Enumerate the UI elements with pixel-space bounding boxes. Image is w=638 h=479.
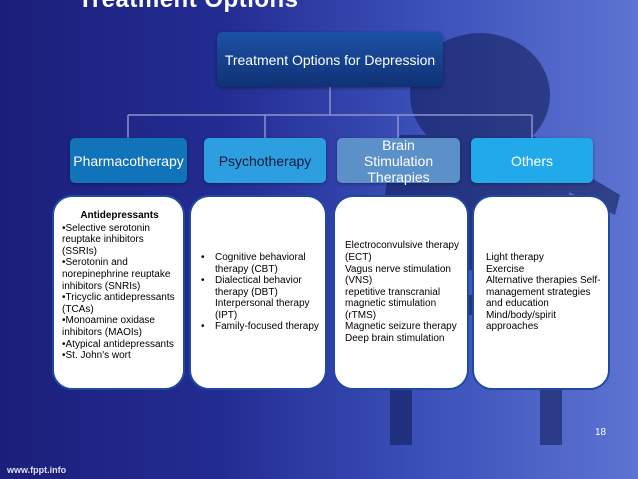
list-item: norepinephrine reuptake xyxy=(62,268,171,280)
category-brain-stimulation: Brain Stimulation Therapies xyxy=(337,136,460,185)
root-node: Treatment Options for Depression xyxy=(217,32,443,87)
slide-title: Treatment Options xyxy=(78,0,299,14)
list-item: (SSRIs) xyxy=(62,245,97,257)
list-item: Electroconvulsive therapy xyxy=(345,240,459,252)
list-item: therapy (CBT) xyxy=(201,264,319,276)
list-item: repetitive transcranial xyxy=(345,286,441,298)
list-item-text: Interpersonal therapy xyxy=(215,298,310,310)
list-item-text: therapy (DBT) xyxy=(215,286,278,298)
pharmacotherapy-list: •Selective serotonin reuptake inhibitors… xyxy=(62,223,177,362)
category-psychotherapy: Psychotherapy xyxy=(204,138,326,183)
others-list: Light therapy Exercise Alternative thera… xyxy=(486,252,601,333)
list-item: inhibitors (MAOIs) xyxy=(62,326,143,338)
root-label: Treatment Options for Depression xyxy=(224,51,436,68)
bullet-glyph: • xyxy=(201,275,205,287)
category-label: Brain Stimulation Therapies xyxy=(363,136,434,185)
category-pharmacotherapy: Pharmacotherapy xyxy=(70,138,187,183)
list-item: •Monoamine oxidase xyxy=(62,315,155,327)
list-item-text: therapy (CBT) xyxy=(215,263,278,275)
psychotherapy-list: • Cognitive behavioral therapy (CBT) • D… xyxy=(201,252,319,333)
list-item: • Cognitive behavioral xyxy=(201,252,319,264)
list-item: •St. John's wort xyxy=(62,350,131,362)
list-item: •Serotonin and xyxy=(62,257,128,269)
list-item: approaches xyxy=(486,321,539,333)
brain-stimulation-list: Electroconvulsive therapy (ECT) Vagus ne… xyxy=(345,240,459,344)
category-others: Others xyxy=(471,138,593,183)
list-item: Light therapy xyxy=(486,251,544,263)
category-label: Pharmacotherapy xyxy=(73,152,184,169)
bullet-spacer xyxy=(201,298,215,310)
list-item-text: Family-focused therapy xyxy=(215,321,319,333)
page-number: 18 xyxy=(595,427,607,438)
list-item: Magnetic seizure therapy xyxy=(345,321,457,333)
list-item: •Tricyclic antidepressants xyxy=(62,292,175,304)
list-item: Deep brain stimulation xyxy=(345,333,445,345)
category-label: Psychotherapy xyxy=(218,152,312,169)
list-item: Exercise xyxy=(486,263,525,275)
others-card: Light therapy Exercise Alternative thera… xyxy=(472,195,610,390)
list-item: magnetic stimulation xyxy=(345,298,437,310)
list-item: (ECT) xyxy=(345,251,372,263)
bullet-spacer xyxy=(201,287,215,299)
list-item: therapy (DBT) xyxy=(201,287,319,299)
list-item: reuptake inhibitors xyxy=(62,234,144,246)
list-item: and education xyxy=(486,298,549,310)
list-item: inhibitors (SNRIs) xyxy=(62,280,141,292)
list-item: Alternative therapies Self- xyxy=(486,275,601,287)
card-heading: Antidepressants xyxy=(80,210,159,221)
list-item: Interpersonal therapy xyxy=(201,298,319,310)
category-label: Others xyxy=(510,152,553,169)
list-item: (TCAs) xyxy=(62,303,94,315)
list-item: management strategies xyxy=(486,286,591,298)
bullet-spacer xyxy=(201,264,215,276)
list-item: Vagus nerve stimulation xyxy=(345,263,451,275)
list-item-text: (IPT) xyxy=(215,309,238,321)
list-item: (rTMS) xyxy=(345,309,377,321)
bullet-spacer xyxy=(201,310,215,322)
brain-stimulation-card: Electroconvulsive therapy (ECT) Vagus ne… xyxy=(333,195,469,390)
list-item: • Family-focused therapy xyxy=(201,321,319,333)
list-item: (VNS) xyxy=(345,275,373,287)
bullet-glyph: • xyxy=(201,321,205,333)
list-item-text: Dialectical behavior xyxy=(215,275,302,287)
footer-url: www.fppt.info xyxy=(7,465,67,475)
list-item: (IPT) xyxy=(201,310,319,322)
list-item-text: Cognitive behavioral xyxy=(215,251,306,263)
list-item: Mind/body/spirit xyxy=(486,309,557,321)
list-item: •Selective serotonin xyxy=(62,222,150,234)
psychotherapy-card: • Cognitive behavioral therapy (CBT) • D… xyxy=(189,195,327,390)
bullet-glyph: • xyxy=(201,251,205,263)
list-item: •Atypical antidepressants xyxy=(62,338,174,350)
pharmacotherapy-card: Antidepressants •Selective serotonin reu… xyxy=(52,195,185,390)
list-item: • Dialectical behavior xyxy=(201,275,319,287)
